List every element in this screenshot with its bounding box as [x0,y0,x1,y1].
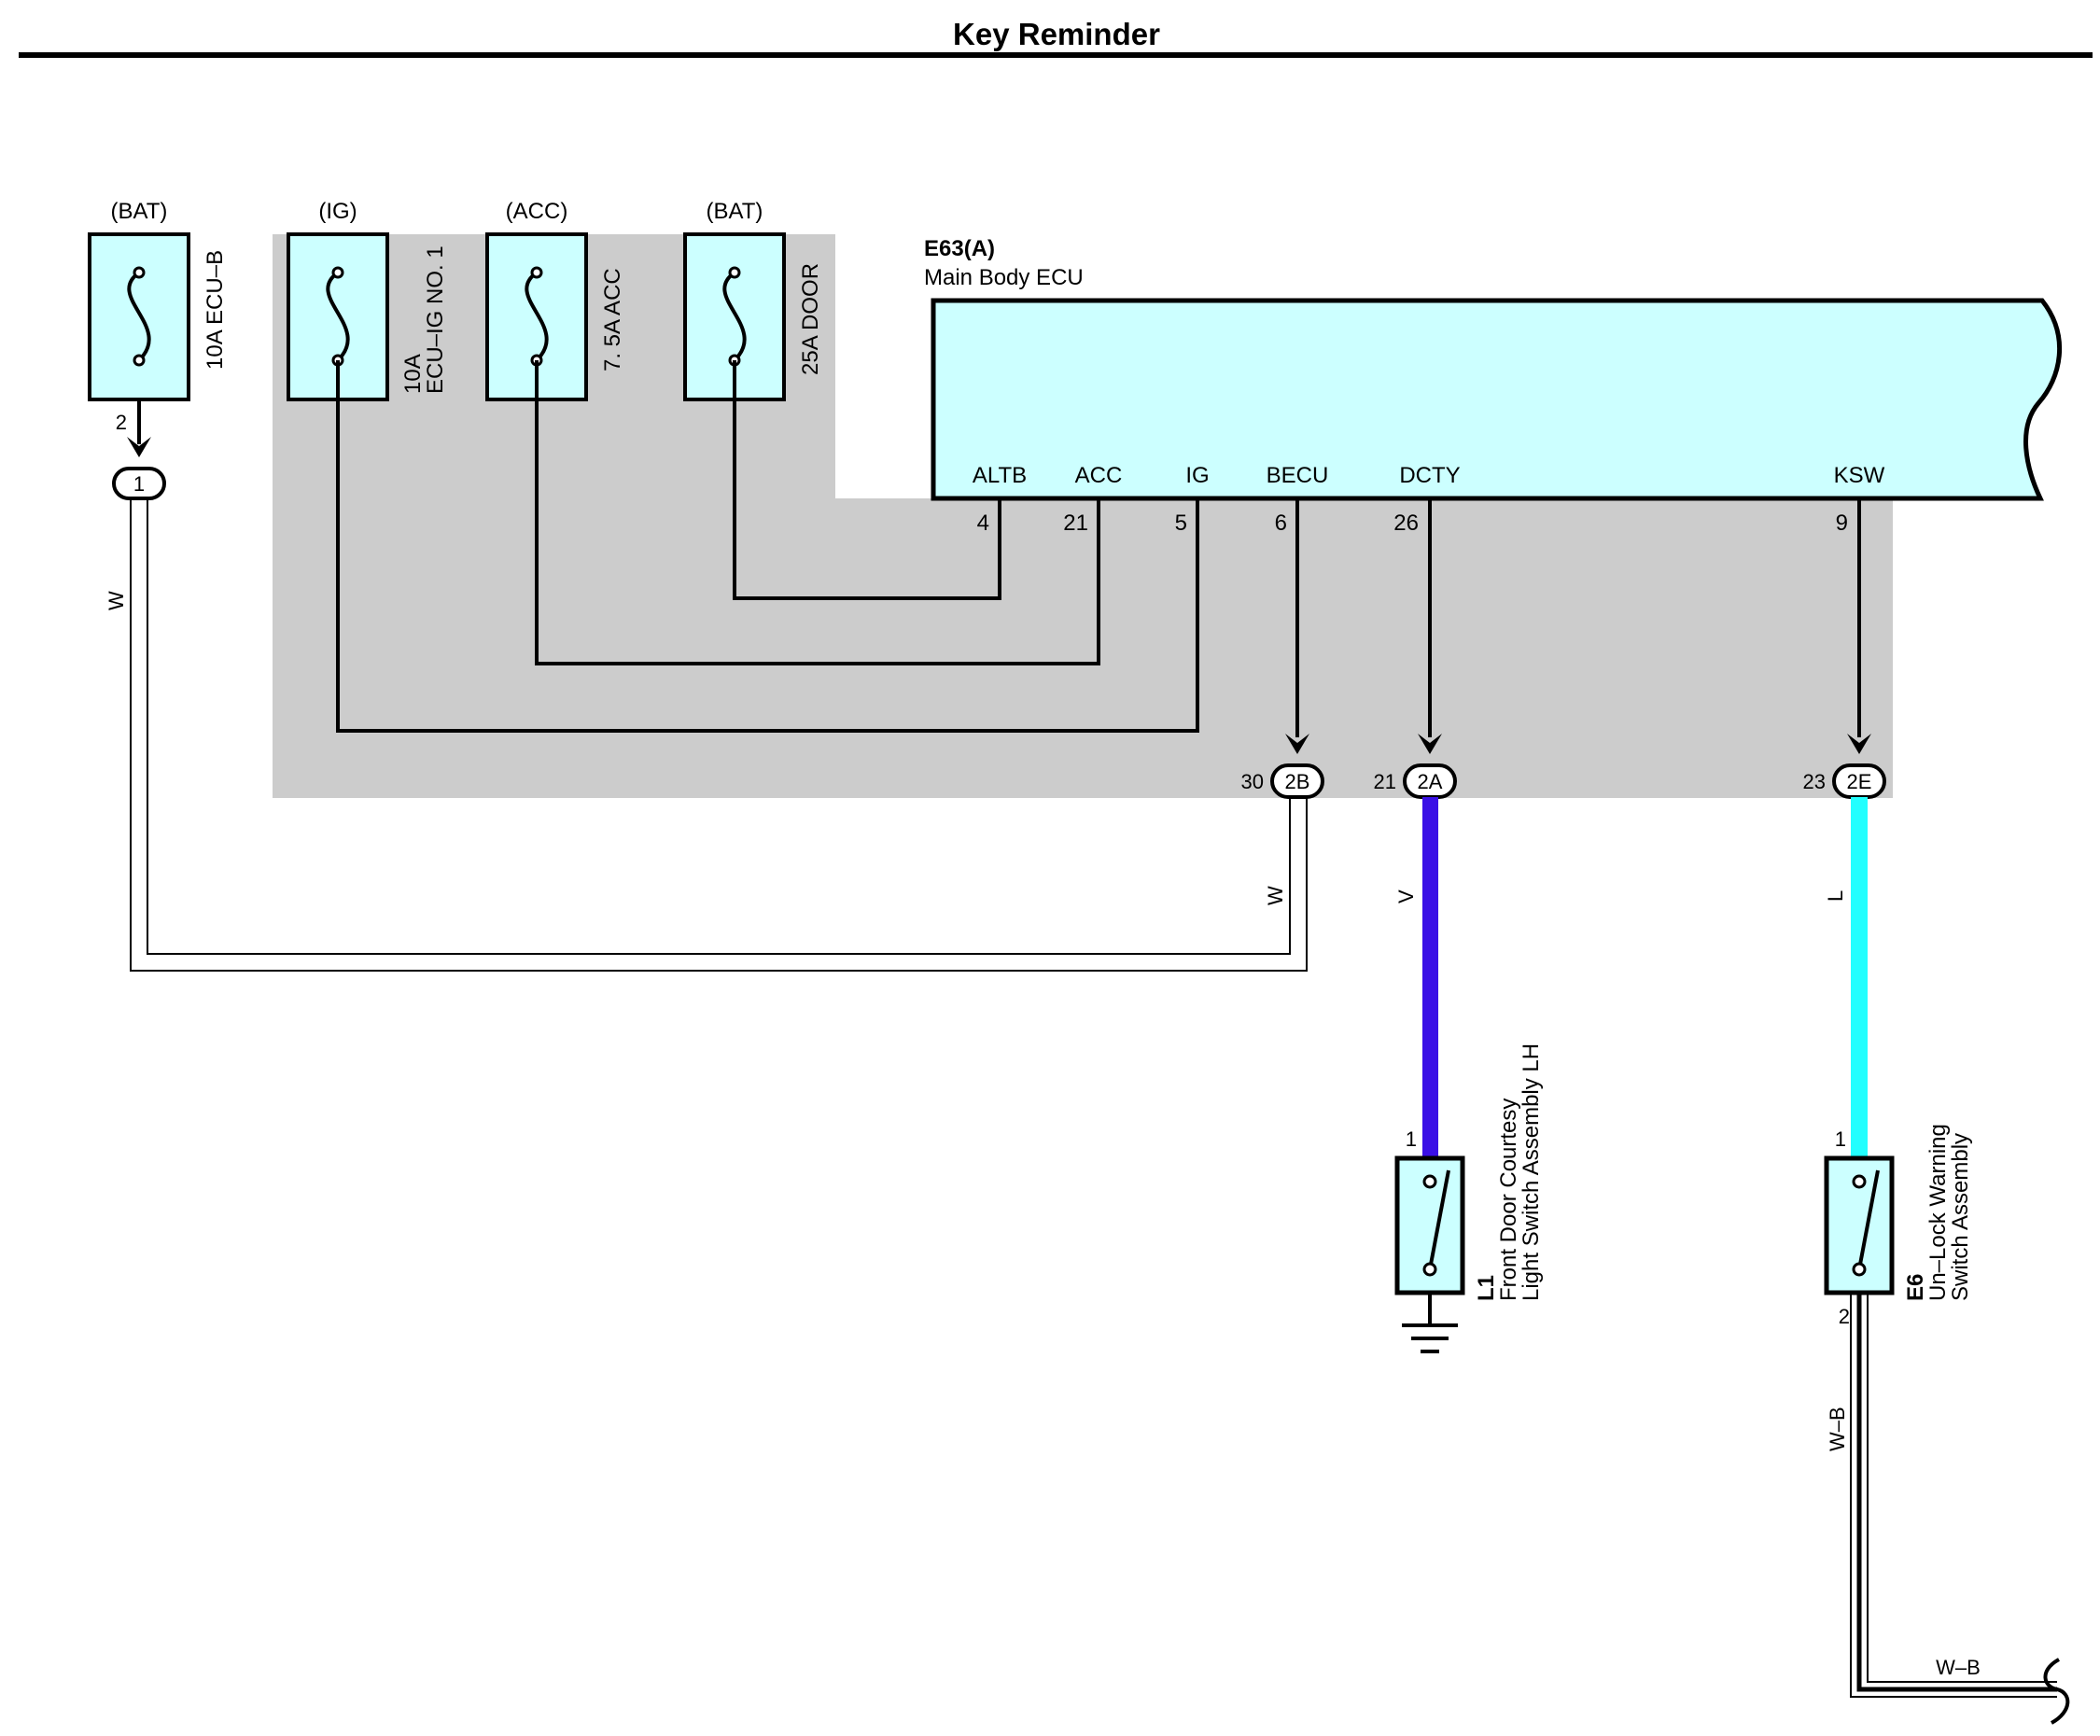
svg-text:2A: 2A [1418,770,1443,793]
switch-name-line1: Front Door Courtesy [1496,1099,1521,1301]
connector-1: 1 [112,467,166,500]
ecu-name: Main Body ECU [924,265,1084,290]
switch-name-line2: Light Switch Assembly LH [1519,1043,1544,1301]
svg-text:1: 1 [133,472,145,496]
arrowheads [127,437,1871,754]
wire-ig-ig [336,360,1199,733]
wire-color-l: L [1824,890,1847,902]
fuse-source-label: (ACC) [506,199,568,224]
wire-color-w-left: W [105,591,128,610]
connector-2b: 2B 30 [1241,763,1324,799]
fuse-rating-label: 10A [400,354,426,394]
arrow-down-icon [127,437,151,457]
fuse-25a-door: (BAT) 25A DOOR [683,199,823,401]
switch-contact-icon [1857,1169,1880,1270]
wire-color-wb-vertical: W–B [1826,1407,1849,1451]
wire-door-altb [733,360,1001,600]
pin-dcty: 26 [1393,511,1419,536]
terminal-acc: ACC [1075,463,1123,488]
diagram-title: Key Reminder [953,17,1160,51]
fuse-box [88,232,190,401]
pin-ig: 5 [1175,511,1187,536]
fuse-7-5a-acc: (ACC) 7. 5A ACC [485,199,625,401]
fuse-source-label: (BAT) [707,199,763,224]
switch-l1: 1 L1 Front Door Courtesy Light Switch As… [1394,1043,1544,1353]
svg-text:23: 23 [1803,770,1826,793]
wire-color-w-bottom: W [1264,886,1287,905]
wire-color-v: V [1394,889,1418,903]
arrow-down-icon [1847,734,1871,754]
switch-pin-bottom: 2 [1839,1305,1850,1328]
switch-code: E6 [1903,1274,1928,1301]
wire-acc-acc [535,360,1100,665]
connector-2a: 2A 21 [1374,763,1457,799]
fuse-rating-label: 7. 5A ACC [600,268,625,371]
switch-pin-top: 1 [1406,1127,1417,1151]
arrow-down-icon [1285,734,1309,754]
svg-text:2E: 2E [1847,770,1872,793]
wire-light-blue [1851,797,1868,1158]
connector-2e: 2E 23 [1803,763,1886,799]
terminal-ksw: KSW [1834,463,1885,488]
switch-contact-icon [1428,1169,1450,1270]
terminal-becu: BECU [1267,463,1329,488]
switch-pin-top: 1 [1835,1127,1846,1151]
terminal-ig: IG [1185,463,1209,488]
shaded-area [273,234,1893,798]
wire-color-wb-horizontal: W–B [1936,1656,1981,1679]
terminal-dcty: DCTY [1399,463,1460,488]
arrow-down-icon [1418,734,1442,754]
fuse-rating-label: 10A ECU–B [203,250,228,370]
fuse-icon [722,271,747,362]
svg-text:2B: 2B [1285,770,1310,793]
fuse-icon [525,271,549,362]
pin-altb: 4 [977,511,989,536]
title-rule [19,52,2093,58]
fuse1-pin: 2 [116,411,127,434]
wire-white-black [1850,1293,2057,1698]
main-body-ecu: E63(A) Main Body ECU ALTB ACC IG BECU DC… [924,236,2063,536]
ground-icon [1402,1323,1458,1353]
ecu-code: E63(A) [924,236,995,261]
internal-wires [137,360,1861,737]
switch-e6: 1 2 E6 Un–Lock Warning Switch Assembly [1824,1124,1973,1328]
fuse-name-label: ECU–IG NO. 1 [423,245,448,394]
fuse-source-label: (IG) [318,199,357,224]
fuse-10a-ecu-b: (BAT) 10A ECU–B [88,199,228,401]
fuse-source-label: (BAT) [111,199,168,224]
fuse-10a-ecu-ig-no1: (IG) 10A ECU–IG NO. 1 [287,199,448,401]
wire-violet [1422,797,1438,1158]
switch-name-line1: Un–Lock Warning [1925,1124,1951,1301]
svg-text:21: 21 [1374,770,1396,793]
fuse-icon [127,271,151,362]
pin-ksw: 9 [1836,511,1848,536]
wire-break-icon [2043,1658,2070,1725]
fuse-icon [326,271,350,362]
pin-acc: 21 [1063,511,1088,536]
ecu-box [931,298,2063,501]
pin-becu: 6 [1275,511,1287,536]
fuse-rating-label: 25A DOOR [798,263,823,375]
terminal-altb: ALTB [973,463,1027,488]
switch-code: L1 [1474,1275,1499,1301]
switch-name-line2: Switch Assembly [1948,1133,1973,1301]
wire-white [130,498,1308,972]
svg-text:30: 30 [1241,770,1264,793]
